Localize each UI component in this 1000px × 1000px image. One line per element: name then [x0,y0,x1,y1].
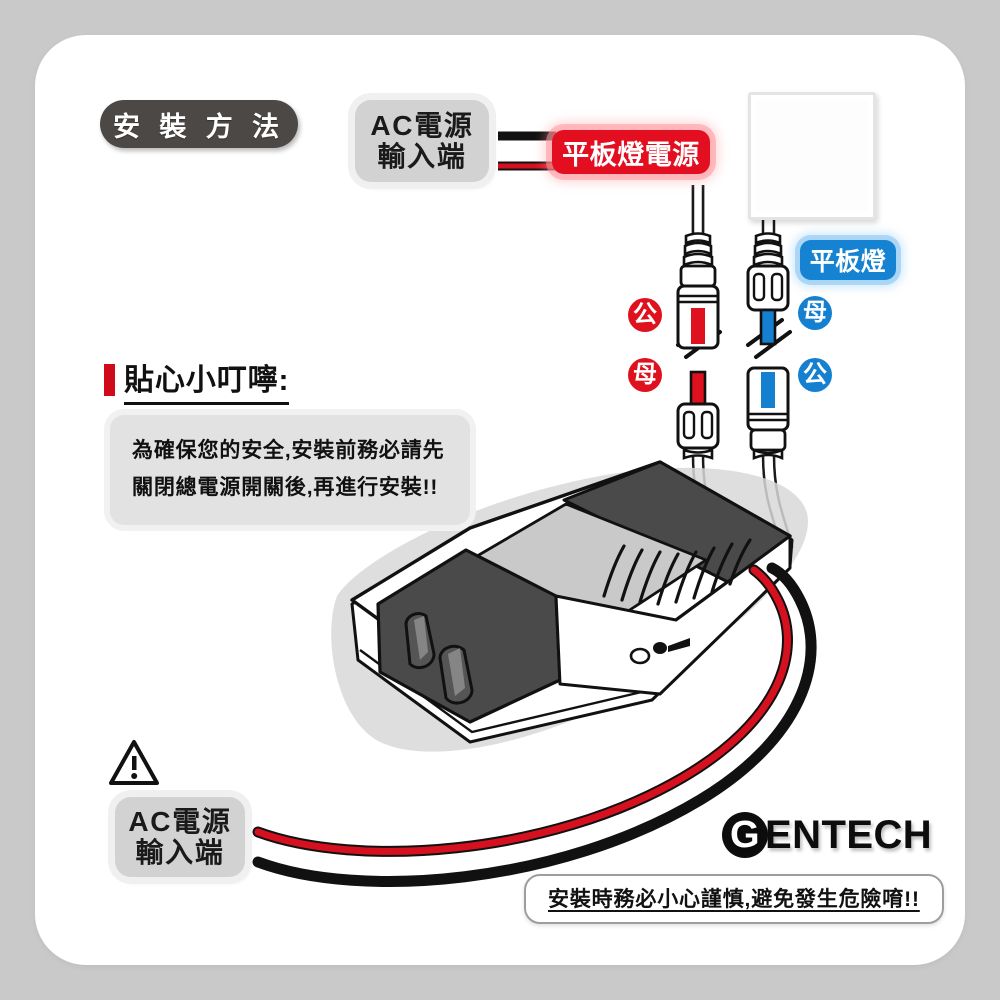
tip-body-box: 為確保您的安全,安裝前務必請先 關閉總電源開關後,再進行安裝!! [110,415,470,525]
panel-light-fixture [748,92,876,220]
ac-top-wires [498,131,556,171]
tip-heading: 貼心小叮嚀: [104,355,290,405]
panel-light-power-label: 平板燈電源 [552,130,710,174]
connector-badge-left-top: 公 [628,298,662,332]
tip-heading-text: 貼心小叮嚀: [124,355,290,405]
ac-input-bottom-line2: 輸入端 [135,837,225,868]
brand-name-text: ENTECH [765,812,933,857]
ac-input-label-top: AC電源 輸入端 [355,100,489,182]
ac-input-label-bottom: AC電源 輸入端 [115,797,245,877]
footer-caption: 安裝時務必小心謹慎,避免發生危險唷!! [524,874,944,924]
ac-bottom-wires [252,562,817,887]
ac-input-bottom-line1: AC電源 [128,805,232,837]
ac-input-top-line1: AC電源 [370,109,474,141]
brand-g-mark: G [722,812,768,858]
panel-light-label: 平板燈 [800,240,896,280]
tip-body-line2: 關閉總電源開關後,再進行安裝!! [132,475,439,499]
connector-badge-right-bottom: 公 [798,358,832,392]
brand-logo: G ENTECH [722,812,932,858]
section-title-pill: 安 裝 方 法 [100,100,298,148]
connector-badge-left-bottom: 母 [628,358,662,392]
panel-light-text: 平板燈 [809,248,887,276]
section-title-text: 安 裝 方 法 [112,111,286,142]
led-driver-device [331,460,808,752]
ac-input-top-line2: 輸入端 [377,141,467,172]
connector-badge-right-top: 母 [798,296,832,330]
cable-break-marks [676,318,792,359]
tip-accent-bar [104,364,115,396]
warning-triangle-icon [109,740,159,785]
footer-caption-text: 安裝時務必小心謹慎,避免發生危險唷!! [548,888,920,911]
tip-body-line1: 為確保您的安全,安裝前務必請先 [132,439,445,462]
panel-light-power-text: 平板燈電源 [562,139,700,170]
